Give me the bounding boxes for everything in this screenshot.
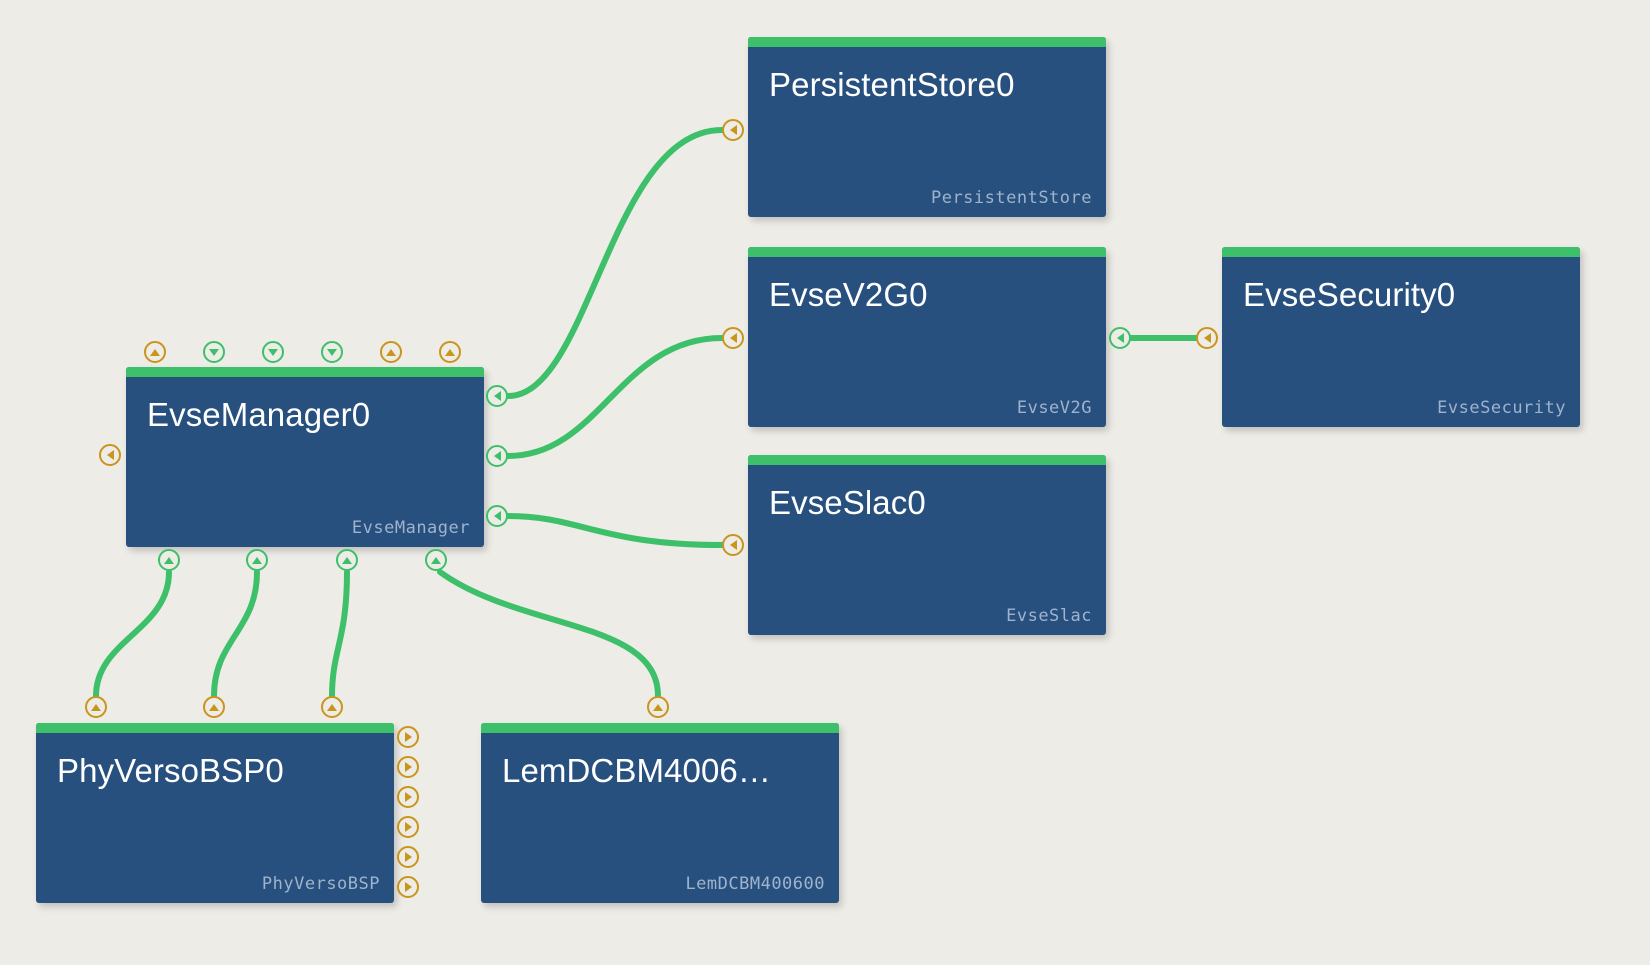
evse-v2g-right-port-icon[interactable] bbox=[1109, 327, 1131, 349]
arrow-up-icon bbox=[164, 556, 174, 564]
evse-manager-bottom-port-4-icon[interactable] bbox=[425, 549, 447, 571]
node-title: PersistentStore0 bbox=[769, 66, 1015, 103]
arrow-up-icon bbox=[342, 556, 352, 564]
phy-verso-top-port-1-icon[interactable] bbox=[85, 696, 107, 718]
arrow-down-icon bbox=[327, 348, 337, 356]
arrow-left-icon bbox=[729, 540, 737, 550]
arrow-up-icon bbox=[91, 703, 101, 711]
phy-verso-right-port-5-icon[interactable] bbox=[397, 846, 419, 868]
arrow-left-icon bbox=[493, 511, 501, 521]
arrow-right-icon bbox=[404, 822, 412, 832]
arrow-up-icon bbox=[431, 556, 441, 564]
node-subtitle: EvseManager bbox=[351, 518, 470, 538]
arrow-up-icon bbox=[327, 703, 337, 711]
edge-phy-verso-1-to-evse-manager[interactable] bbox=[93, 569, 172, 699]
evse-slac-left-port-icon[interactable] bbox=[722, 534, 744, 556]
evse-manager-top-port-2-icon[interactable] bbox=[203, 341, 225, 363]
edge-evse-manager-to-evse-slac[interactable] bbox=[505, 513, 725, 548]
node-accent-bar bbox=[748, 37, 1106, 47]
phy-verso-right-port-3-icon[interactable] bbox=[397, 786, 419, 808]
evse-manager-right-port-2-icon[interactable] bbox=[486, 445, 508, 467]
node-accent-bar bbox=[748, 247, 1106, 257]
node-lem-dcbm-400600-0[interactable]: LemDCBM4006… LemDCBM400600 bbox=[481, 723, 839, 903]
node-title: PhyVersoBSP0 bbox=[57, 752, 284, 789]
evse-security-left-port-icon[interactable] bbox=[1196, 327, 1218, 349]
evse-manager-bottom-port-3-icon[interactable] bbox=[336, 549, 358, 571]
edge-lem-dcbm-to-evse-manager[interactable] bbox=[437, 569, 661, 699]
arrow-right-icon bbox=[404, 762, 412, 772]
evse-manager-right-port-3-icon[interactable] bbox=[486, 505, 508, 527]
arrow-left-icon bbox=[729, 125, 737, 135]
evse-manager-top-port-3-icon[interactable] bbox=[262, 341, 284, 363]
node-title: EvseSecurity0 bbox=[1243, 276, 1456, 313]
evse-manager-top-port-5-icon[interactable] bbox=[380, 341, 402, 363]
node-subtitle: PhyVersoBSP bbox=[261, 874, 380, 894]
phy-verso-right-port-6-icon[interactable] bbox=[397, 876, 419, 898]
arrow-left-icon bbox=[729, 333, 737, 343]
edge-phy-verso-2-to-evse-manager[interactable] bbox=[211, 569, 260, 699]
arrow-up-icon bbox=[252, 556, 262, 564]
node-accent-bar bbox=[481, 723, 839, 733]
arrow-right-icon bbox=[404, 882, 412, 892]
phy-verso-right-port-2-icon[interactable] bbox=[397, 756, 419, 778]
evse-manager-top-port-6-icon[interactable] bbox=[439, 341, 461, 363]
phy-verso-right-port-4-icon[interactable] bbox=[397, 816, 419, 838]
evse-manager-bottom-port-1-icon[interactable] bbox=[158, 549, 180, 571]
node-accent-bar bbox=[748, 455, 1106, 465]
arrow-left-icon bbox=[493, 451, 501, 461]
node-accent-bar bbox=[126, 367, 484, 377]
node-subtitle: EvseV2G bbox=[1016, 398, 1092, 418]
arrow-left-icon bbox=[493, 391, 501, 401]
arrow-up-icon bbox=[386, 348, 396, 356]
node-title: EvseV2G0 bbox=[769, 276, 928, 313]
evse-manager-right-port-1-icon[interactable] bbox=[486, 385, 508, 407]
arrow-left-icon bbox=[1116, 333, 1124, 343]
phy-verso-top-port-3-icon[interactable] bbox=[321, 696, 343, 718]
node-subtitle: LemDCBM400600 bbox=[685, 874, 825, 894]
arrow-down-icon bbox=[209, 348, 219, 356]
lem-dcbm-top-port-1-icon[interactable] bbox=[647, 696, 669, 718]
node-title: LemDCBM4006… bbox=[502, 752, 771, 789]
node-accent-bar bbox=[36, 723, 394, 733]
arrow-up-icon bbox=[209, 703, 219, 711]
arrow-down-icon bbox=[268, 348, 278, 356]
phy-verso-right-port-1-icon[interactable] bbox=[397, 726, 419, 748]
arrow-up-icon bbox=[445, 348, 455, 356]
arrow-up-icon bbox=[653, 703, 663, 711]
node-subtitle: EvseSlac bbox=[1006, 606, 1092, 626]
arrow-right-icon bbox=[404, 852, 412, 862]
phy-verso-top-port-2-icon[interactable] bbox=[203, 696, 225, 718]
evse-manager-left-port-1-icon[interactable] bbox=[99, 444, 121, 466]
arrow-up-icon bbox=[150, 348, 160, 356]
node-title: EvseSlac0 bbox=[769, 484, 926, 521]
arrow-left-icon bbox=[1203, 333, 1211, 343]
edge-evse-manager-to-evse-v2g[interactable] bbox=[505, 335, 725, 459]
evse-manager-top-port-4-icon[interactable] bbox=[321, 341, 343, 363]
evse-manager-top-port-1-icon[interactable] bbox=[144, 341, 166, 363]
evse-v2g-left-port-icon[interactable] bbox=[722, 327, 744, 349]
node-title: EvseManager0 bbox=[147, 396, 371, 433]
persistent-store-left-port-icon[interactable] bbox=[722, 119, 744, 141]
evse-manager-bottom-port-2-icon[interactable] bbox=[246, 549, 268, 571]
edge-phy-verso-3-to-evse-manager[interactable] bbox=[329, 569, 350, 699]
arrow-right-icon bbox=[404, 732, 412, 742]
node-accent-bar bbox=[1222, 247, 1580, 257]
node-subtitle: EvseSecurity bbox=[1437, 398, 1566, 418]
node-subtitle: PersistentStore bbox=[930, 188, 1092, 208]
arrow-right-icon bbox=[404, 792, 412, 802]
arrow-left-icon bbox=[106, 450, 114, 460]
edge-evse-manager-to-persistent-store[interactable] bbox=[505, 127, 725, 399]
